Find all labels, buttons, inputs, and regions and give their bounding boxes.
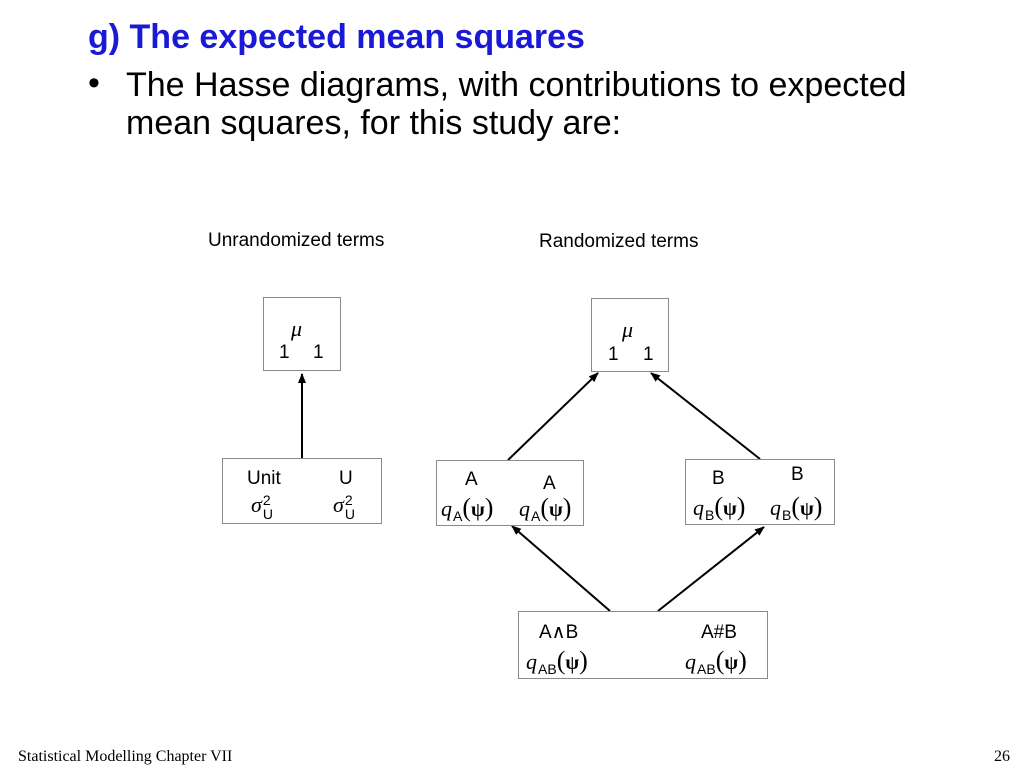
left-mu-node: μ 1 1: [263, 297, 341, 371]
ab-df-label: A#B: [701, 622, 737, 643]
mu-df: 1: [313, 342, 324, 363]
a-q-df: qA(ψ): [519, 493, 572, 524]
arrow-a-to-mu: [507, 372, 599, 461]
mu-symbol: μ: [622, 317, 634, 342]
page-number: 26: [994, 748, 1010, 765]
mu-df: 1: [643, 344, 654, 365]
footer-course: Statistical Modelling Chapter VII: [18, 748, 233, 765]
randomized-terms-title: Randomized terms: [539, 231, 699, 252]
slide-heading: g) The expected mean squares: [88, 18, 585, 56]
arrow-b-to-mu: [650, 372, 761, 460]
unit-df-label: U: [339, 468, 353, 489]
b-term-label: B: [712, 468, 725, 489]
b-q-term: qB(ψ): [693, 492, 746, 523]
arrow-ab-to-a: [511, 525, 611, 612]
b-q-df: qB(ψ): [770, 492, 823, 523]
b-df-label: B: [791, 464, 804, 485]
arrow-ab-to-b: [657, 526, 765, 612]
mu-levels: 1: [279, 342, 290, 363]
ab-node: A∧B A#B qAB(ψ) qAB(ψ): [518, 611, 768, 679]
mu-symbol: μ: [291, 316, 303, 341]
bullet-text: The Hasse diagrams, with contributions t…: [126, 66, 907, 142]
mu-levels: 1: [608, 344, 619, 365]
ab-q-term: qAB(ψ): [526, 646, 588, 677]
ab-q-df: qAB(ψ): [685, 646, 747, 677]
a-df-label: A: [543, 473, 556, 494]
unrandomized-terms-title: Unrandomized terms: [208, 230, 385, 251]
bullet-marker: •: [88, 64, 100, 102]
b-node: B B qB(ψ) qB(ψ): [685, 459, 835, 525]
a-node: A A qA(ψ) qA(ψ): [436, 460, 584, 526]
right-mu-node: μ 1 1: [591, 298, 669, 372]
a-q-term: qA(ψ): [441, 493, 494, 524]
a-term-label: A: [465, 469, 478, 490]
unit-term-label: Unit: [247, 468, 281, 489]
ab-term-label: A∧B: [539, 622, 579, 643]
